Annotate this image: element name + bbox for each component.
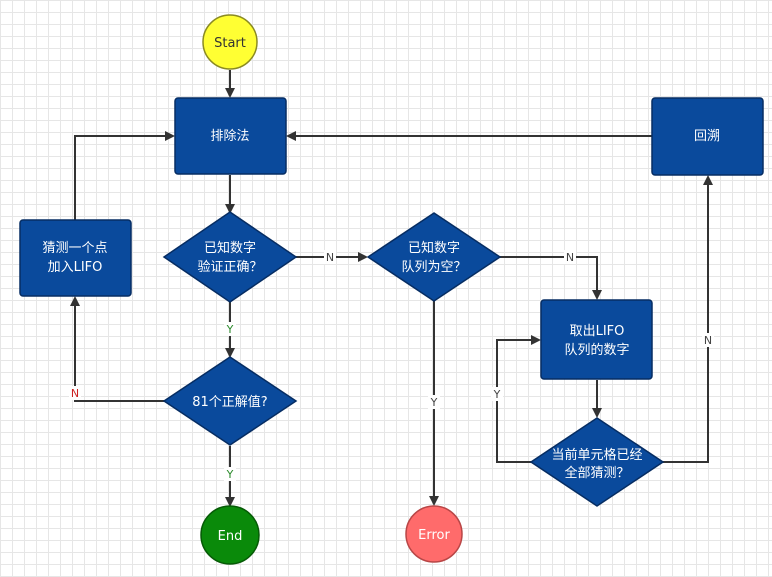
pop-node-label-line2: 队列的数字 — [564, 342, 629, 358]
pop-node-label-line1: 取出LIFO — [570, 324, 625, 339]
edge-guess-elimination — [74, 131, 175, 220]
error-node-label: Error — [418, 528, 450, 543]
edge-celldone-backtrack — [663, 175, 713, 463]
edge-label-verify-no: N — [326, 251, 334, 264]
verify-decision-label-line2: 验证正确？ — [197, 259, 262, 275]
end-node-label: End — [218, 529, 243, 544]
edge-label-queue-no: N — [566, 251, 574, 264]
cell-done-decision-label-line2: 全部猜测？ — [564, 465, 629, 481]
solutions-decision-label: 81个正解值? — [192, 394, 267, 410]
verify-decision-label-line1: 已知数字 — [204, 240, 256, 256]
start-node[interactable]: Start — [202, 14, 258, 70]
edge-label-verify-yes: Y — [226, 323, 234, 336]
cell-done-decision[interactable]: 当前单元格已经 全部猜测？ — [529, 417, 665, 507]
edge-label-solutions-yes: Y — [226, 468, 234, 481]
edge-label-celldone-no: N — [704, 334, 712, 347]
guess-node-label-line2: 加入LIFO — [48, 260, 103, 275]
cell-done-decision-label-line1: 当前单元格已经 — [551, 447, 642, 463]
edge-label-queue-yes: Y — [430, 396, 438, 409]
edge-label-celldone-yes: Y — [493, 388, 501, 401]
error-node[interactable]: Error — [405, 505, 463, 563]
solutions-decision[interactable]: 81个正解值? — [162, 356, 298, 446]
end-node[interactable]: End — [200, 505, 260, 565]
edge-queue-pop — [500, 256, 602, 300]
pop-node[interactable]: 取出LIFO 队列的数字 — [540, 299, 653, 380]
edge-celldone-pop — [496, 335, 541, 463]
backtrack-node[interactable]: 回溯 — [651, 97, 764, 176]
edge-label-solutions-no: N — [71, 387, 79, 400]
queue-empty-decision-label-line2: 队列为空？ — [401, 260, 466, 275]
connectors — [70, 70, 713, 507]
elimination-node[interactable]: 排除法 — [174, 97, 287, 175]
guess-node[interactable]: 猜测一个点 加入LIFO — [19, 219, 132, 297]
verify-decision[interactable]: 已知数字 验证正确？ — [162, 211, 298, 303]
edge-solutions-guess — [70, 296, 164, 402]
queue-empty-decision-label-line1: 已知数字 — [408, 240, 460, 256]
backtrack-node-label: 回溯 — [694, 128, 720, 144]
elimination-node-label: 排除法 — [210, 129, 249, 144]
start-node-label: Start — [214, 36, 246, 51]
edge-labels: N Y N Y Y N Y N — [69, 250, 714, 481]
guess-node-label-line1: 猜测一个点 — [42, 241, 107, 256]
queue-empty-decision[interactable]: 已知数字 队列为空？ — [366, 212, 502, 302]
